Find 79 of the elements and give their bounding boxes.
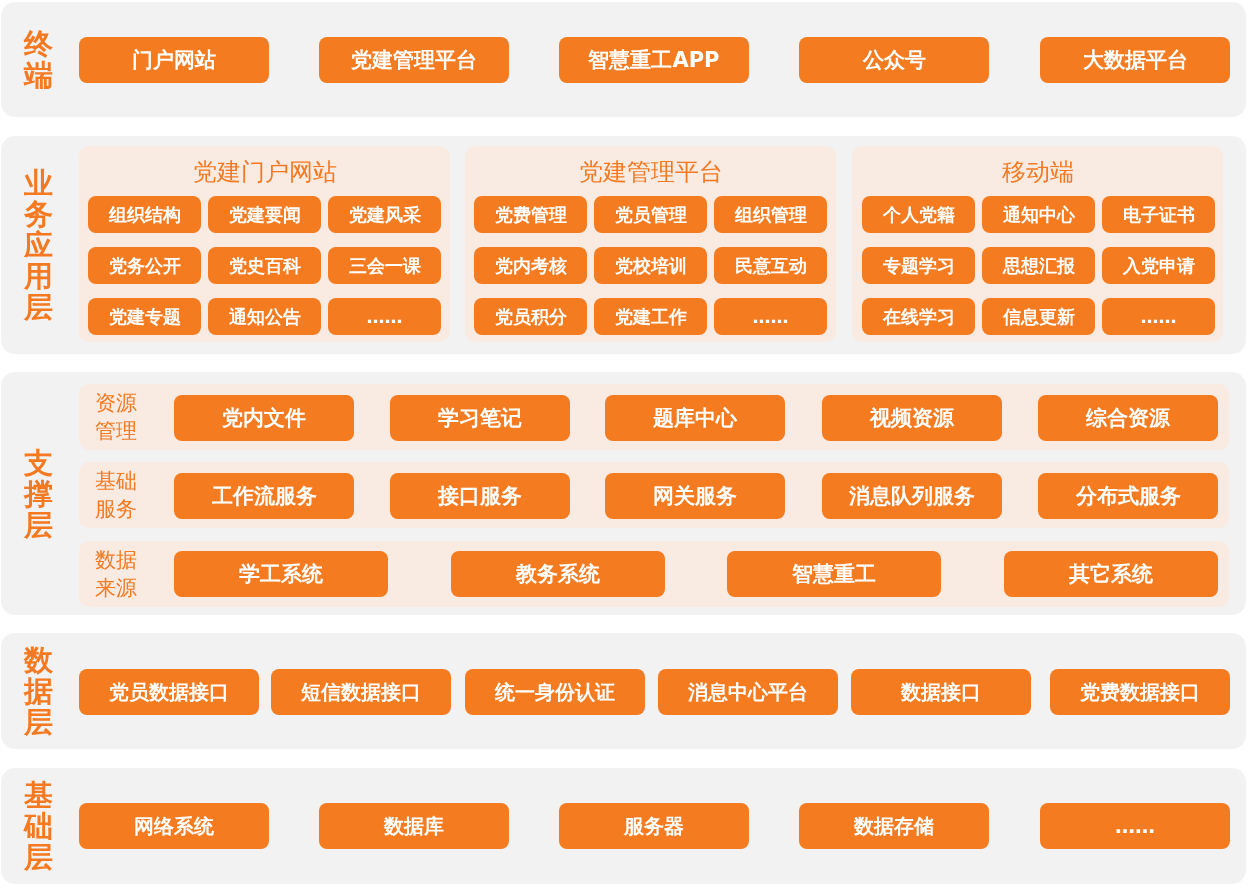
service-row bbox=[79, 462, 1229, 528]
service-row bbox=[79, 384, 1229, 450]
module-box: 统一身份认证 bbox=[465, 669, 645, 715]
module-box: 教务系统 bbox=[451, 551, 665, 597]
module-box: 网关服务 bbox=[605, 473, 785, 519]
module-box: 党员管理 bbox=[594, 196, 707, 233]
module-box: 党员积分 bbox=[474, 298, 587, 335]
module-box: 党费数据接口 bbox=[1050, 669, 1230, 715]
module-box: 题库中心 bbox=[605, 395, 785, 441]
panel-title: 移动端 bbox=[1001, 157, 1074, 187]
layer-title: 支撑层 bbox=[24, 447, 53, 540]
module-box: 电子证书 bbox=[1102, 196, 1215, 233]
module-box: 党建专题 bbox=[88, 298, 201, 335]
layer-band bbox=[1, 136, 1246, 354]
module-box: 党建风采 bbox=[328, 196, 441, 233]
row-label: 基础服务 bbox=[95, 468, 137, 523]
module-box: 组织结构 bbox=[88, 196, 201, 233]
module-panel bbox=[79, 146, 450, 342]
row-label: 数据来源 bbox=[95, 547, 137, 602]
layer-band bbox=[1, 372, 1246, 615]
module-box: 信息更新 bbox=[982, 298, 1095, 335]
panel-title: 党建管理平台 bbox=[578, 157, 723, 187]
module-box: 党内考核 bbox=[474, 247, 587, 284]
module-box: 数据接口 bbox=[851, 669, 1031, 715]
layer-title: 业务应用层 bbox=[24, 167, 53, 323]
module-box: 视频资源 bbox=[822, 395, 1002, 441]
module-box: 个人党籍 bbox=[862, 196, 975, 233]
panel-title: 党建门户网站 bbox=[192, 157, 337, 187]
module-box: 消息队列服务 bbox=[822, 473, 1002, 519]
module-box: …… bbox=[1102, 298, 1215, 335]
module-box: 其它系统 bbox=[1004, 551, 1218, 597]
module-box: 党费管理 bbox=[474, 196, 587, 233]
layer-title: 数据层 bbox=[24, 644, 53, 738]
module-box: 服务器 bbox=[559, 803, 749, 849]
module-box: 通知中心 bbox=[982, 196, 1095, 233]
module-box: 三会一课 bbox=[328, 247, 441, 284]
module-box: 思想汇报 bbox=[982, 247, 1095, 284]
module-box: 党内文件 bbox=[174, 395, 354, 441]
module-box: 党员数据接口 bbox=[79, 669, 259, 715]
module-box: 学工系统 bbox=[174, 551, 388, 597]
layer-band bbox=[1, 2, 1246, 117]
layer-band bbox=[1, 768, 1246, 884]
row-label: 资源管理 bbox=[95, 390, 137, 445]
module-box: 门户网站 bbox=[79, 37, 269, 83]
module-box: …… bbox=[328, 298, 441, 335]
layer-title: 基础层 bbox=[24, 779, 53, 873]
module-box: 数据存储 bbox=[799, 803, 989, 849]
module-box: 党务公开 bbox=[88, 247, 201, 284]
module-box: 民意互动 bbox=[714, 247, 827, 284]
module-box: 党建工作 bbox=[594, 298, 707, 335]
module-box: 党建要闻 bbox=[208, 196, 321, 233]
module-box: 专题学习 bbox=[862, 247, 975, 284]
module-box: 智慧重工APP bbox=[559, 37, 749, 83]
module-box: 消息中心平台 bbox=[658, 669, 838, 715]
module-box: 在线学习 bbox=[862, 298, 975, 335]
layer-band bbox=[1, 633, 1246, 749]
module-box: 入党申请 bbox=[1102, 247, 1215, 284]
module-box: 通知公告 bbox=[208, 298, 321, 335]
layer-title: 终端 bbox=[24, 28, 53, 91]
module-box: 综合资源 bbox=[1038, 395, 1218, 441]
module-panel bbox=[852, 146, 1223, 342]
module-box: 党校培训 bbox=[594, 247, 707, 284]
module-box: 党史百科 bbox=[208, 247, 321, 284]
module-box: 网络系统 bbox=[79, 803, 269, 849]
module-box: …… bbox=[714, 298, 827, 335]
module-box: 党建管理平台 bbox=[319, 37, 509, 83]
module-panel bbox=[465, 146, 836, 342]
module-box: 短信数据接口 bbox=[271, 669, 451, 715]
module-box: 智慧重工 bbox=[727, 551, 941, 597]
module-box: 公众号 bbox=[799, 37, 989, 83]
module-box: 大数据平台 bbox=[1040, 37, 1230, 83]
module-box: 组织管理 bbox=[714, 196, 827, 233]
module-box: 学习笔记 bbox=[390, 395, 570, 441]
module-box: 数据库 bbox=[319, 803, 509, 849]
module-box: …… bbox=[1040, 803, 1230, 849]
module-box: 分布式服务 bbox=[1038, 473, 1218, 519]
service-row bbox=[79, 541, 1229, 607]
module-box: 工作流服务 bbox=[174, 473, 354, 519]
module-box: 接口服务 bbox=[390, 473, 570, 519]
